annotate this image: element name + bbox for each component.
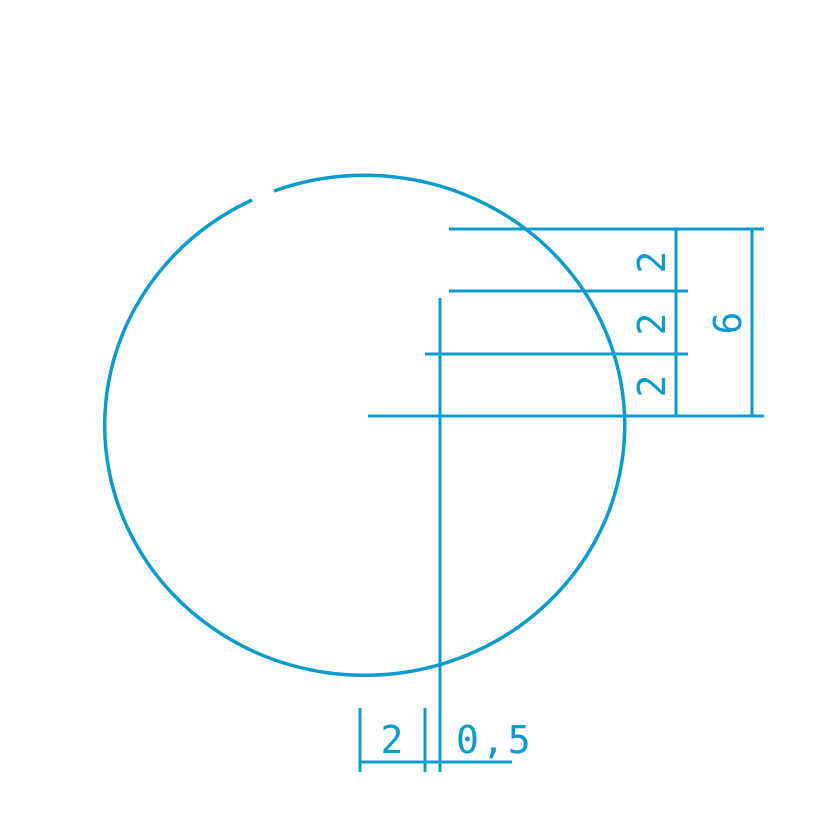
dimension-label-right-2: 2 bbox=[630, 313, 674, 336]
dimension-label-right-1: 2 bbox=[630, 251, 674, 274]
dimension-label-bottom-right: 0,5 bbox=[456, 718, 534, 762]
dimension-label-bottom-left: 2 bbox=[381, 718, 404, 762]
dimension-label-right-3: 2 bbox=[630, 375, 674, 398]
main-circle bbox=[102, 173, 627, 678]
dimension-label-right-total: 6 bbox=[706, 312, 750, 335]
